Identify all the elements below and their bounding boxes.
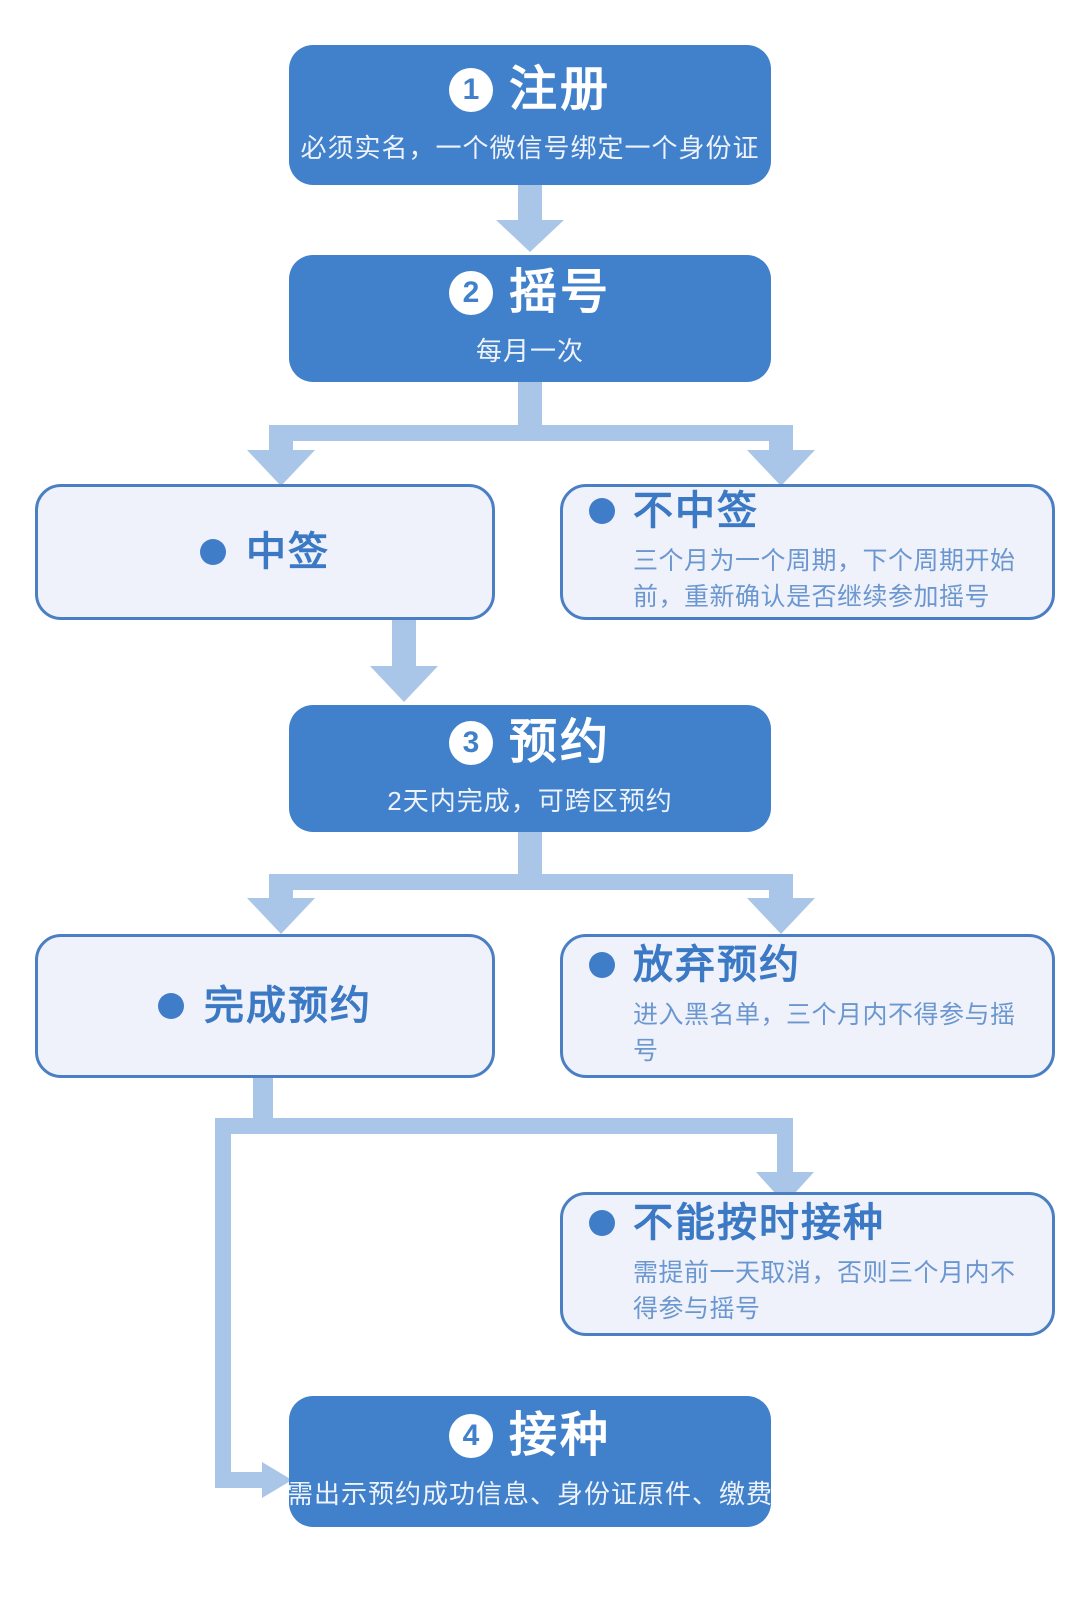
step-4-vaccinate-box[interactable]: 4 接种 需出示预约成功信息、身份证原件、缴费 bbox=[287, 1396, 774, 1527]
connector-step3-branch bbox=[247, 832, 815, 934]
step-2-number-badge: 2 bbox=[448, 271, 493, 315]
outcome-missed-box[interactable]: 不能按时接种 需提前一天取消，否则三个月内不得参与摇号 bbox=[560, 1192, 1055, 1336]
step-2-lottery-box[interactable]: 2 摇号 每月一次 bbox=[289, 255, 771, 382]
step-3-appointment-box[interactable]: 3 预约 2天内完成，可跨区预约 bbox=[289, 705, 771, 832]
step-2-title: 摇号 bbox=[508, 266, 611, 319]
outcome-abandon-desc: 进入黑名单，三个月内不得参与摇号 bbox=[633, 1000, 1016, 1065]
step-4-subtitle: 需出示预约成功信息、身份证原件、缴费 bbox=[287, 1479, 774, 1509]
outcome-win-title: 中签 bbox=[246, 530, 330, 574]
step-1-number-badge: 1 bbox=[448, 67, 493, 112]
outcome-booked-box[interactable]: 完成预约 bbox=[35, 934, 495, 1078]
step-4-number-badge: 4 bbox=[448, 1414, 493, 1458]
step-4-heading: 4 接种 bbox=[448, 1409, 611, 1462]
connector-step1-to-step2 bbox=[496, 185, 564, 252]
step-3-number-badge: 3 bbox=[448, 721, 493, 765]
outcome-booked-row: 完成预约 bbox=[158, 984, 372, 1028]
outcome-win-row: 中签 bbox=[200, 530, 330, 574]
step-3-subtitle: 2天内完成，可跨区预约 bbox=[387, 786, 673, 816]
bullet-icon bbox=[589, 951, 615, 978]
bullet-icon bbox=[589, 497, 615, 524]
step-1-subtitle: 必须实名，一个微信号绑定一个身份证 bbox=[300, 132, 760, 163]
outcome-lose-heading: 不中签 bbox=[589, 489, 1026, 533]
step-3-heading: 3 预约 bbox=[448, 716, 611, 769]
step-4-title: 接种 bbox=[508, 1409, 611, 1462]
connector-step2-branch bbox=[247, 382, 815, 486]
bullet-icon bbox=[589, 1209, 615, 1236]
outcome-lose-desc: 三个月为一个周期，下个周期开始前，重新确认是否继续参加摇号 bbox=[633, 546, 1016, 611]
step-1-register-box[interactable]: 1 注册 必须实名，一个微信号绑定一个身份证 bbox=[289, 45, 771, 185]
bullet-icon bbox=[200, 539, 226, 565]
outcome-missed-desc: 需提前一天取消，否则三个月内不得参与摇号 bbox=[633, 1258, 1016, 1323]
bullet-icon bbox=[158, 993, 184, 1019]
step-2-heading: 2 摇号 bbox=[448, 266, 611, 319]
step-1-title: 注册 bbox=[508, 62, 611, 116]
step-2-subtitle: 每月一次 bbox=[475, 336, 584, 366]
outcome-win-box[interactable]: 中签 bbox=[35, 484, 495, 620]
step-3-title: 预约 bbox=[508, 716, 611, 769]
outcome-missed-heading: 不能按时接种 bbox=[589, 1201, 1026, 1245]
step-1-heading: 1 注册 bbox=[448, 62, 611, 116]
outcome-abandon-box[interactable]: 放弃预约 进入黑名单，三个月内不得参与摇号 bbox=[560, 934, 1055, 1078]
outcome-missed-title: 不能按时接种 bbox=[633, 1200, 885, 1245]
outcome-booked-title: 完成预约 bbox=[204, 984, 372, 1028]
outcome-lose-title: 不中签 bbox=[633, 488, 759, 533]
outcome-lose-box[interactable]: 不中签 三个月为一个周期，下个周期开始前，重新确认是否继续参加摇号 bbox=[560, 484, 1055, 620]
outcome-abandon-heading: 放弃预约 bbox=[589, 943, 1026, 987]
connector-win-to-step3 bbox=[370, 620, 438, 702]
outcome-abandon-title: 放弃预约 bbox=[633, 942, 801, 987]
